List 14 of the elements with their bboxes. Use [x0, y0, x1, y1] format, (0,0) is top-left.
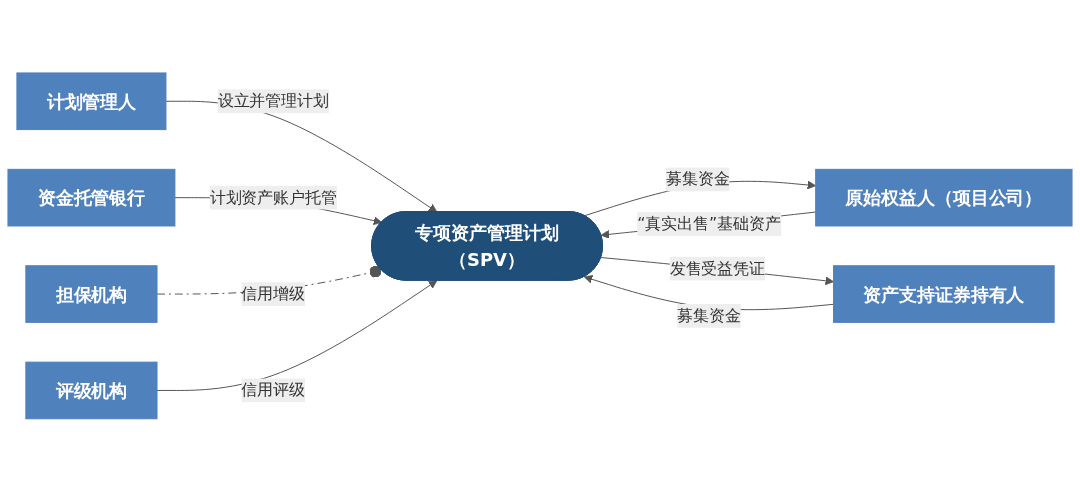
node-box: 原始权益人（项目公司）	[815, 168, 1073, 227]
edge-label: 信用评级	[241, 380, 306, 400]
node-box: 担保机构	[25, 264, 158, 323]
node-box: 资金托管银行	[7, 168, 176, 227]
edge-label: 发售受益凭证	[669, 258, 766, 278]
edge-label: 设立并管理计划	[217, 90, 329, 110]
edge-label: 计划资产账户托管	[209, 187, 337, 207]
edge-label: 信用增级	[241, 283, 306, 303]
node-box: 计划管理人	[16, 72, 167, 130]
node-box: 资产支持证券持有人	[833, 264, 1055, 323]
edge-label: “真实出售”基础资产	[637, 213, 781, 233]
edge-label: 募集资金	[677, 305, 741, 325]
edge-label: 募集资金	[665, 169, 730, 189]
node-box: 评级机构	[25, 361, 158, 419]
